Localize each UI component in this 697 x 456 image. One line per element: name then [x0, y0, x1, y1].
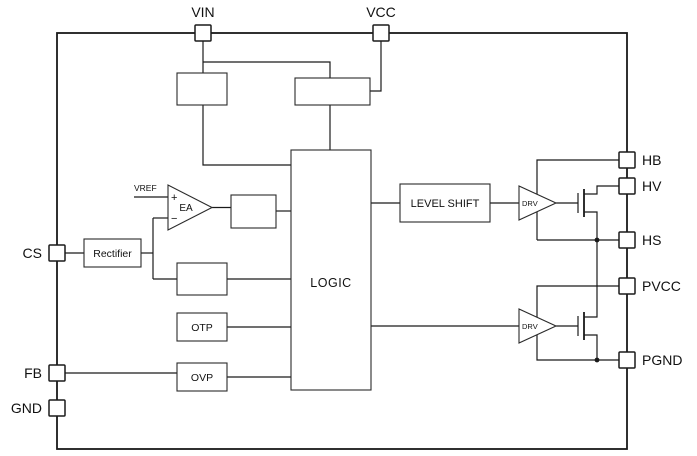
- label-ovp: OVP: [191, 372, 213, 384]
- label-rectifier: Rectifier: [93, 248, 132, 260]
- wire-hv-to-drain-high: [584, 185, 619, 195]
- block-unlabeled-ea-out: [230, 194, 277, 229]
- wire-pvcc-to-drv-low: [536, 285, 619, 318]
- junction-dot-hs: [594, 237, 600, 243]
- block-unlabeled-vin: [176, 72, 228, 106]
- pin-cs: [48, 244, 66, 262]
- wire-source-low-to-pgnd: [584, 334, 598, 360]
- wires: [65, 41, 619, 378]
- block-unlabeled-vcc: [294, 77, 371, 106]
- block-rectifier: [83, 238, 142, 268]
- block-level-shift: [399, 183, 491, 223]
- driver-low-triangle: [518, 308, 558, 344]
- wire-vcc-to-block2: [370, 41, 382, 92]
- labels: VIN VCC CS FB GND HB HV HS PVCC PGND Rec…: [11, 4, 683, 416]
- wire-drain-low-to-hs: [584, 240, 598, 318]
- pin-label-hs: HS: [642, 232, 661, 248]
- block-otp: [176, 312, 228, 342]
- wire-block1-to-logic: [202, 105, 291, 166]
- wire-source-high-to-hs: [584, 211, 598, 240]
- pin-hs: [618, 231, 636, 249]
- label-logic: LOGIC: [310, 276, 351, 290]
- pins: [48, 24, 636, 417]
- label-drv-high: DRV: [522, 199, 538, 208]
- block-ovp: [176, 362, 228, 392]
- pin-label-hb: HB: [642, 152, 661, 168]
- block-unlabeled-sense: [176, 262, 228, 296]
- pin-label-vin: VIN: [191, 4, 214, 20]
- pin-vin: [194, 24, 212, 42]
- block-logic: [290, 149, 372, 391]
- pin-hv: [618, 177, 636, 195]
- pin-label-vcc: VCC: [366, 4, 396, 20]
- pin-label-pvcc: PVCC: [642, 278, 681, 294]
- pin-label-fb: FB: [24, 365, 42, 381]
- label-error-amp: EA: [179, 203, 193, 214]
- pin-label-hv: HV: [642, 178, 662, 194]
- pin-hb: [618, 151, 636, 169]
- label-drv-low: DRV: [522, 322, 538, 331]
- pin-vcc: [372, 24, 390, 42]
- label-vref: VREF: [134, 183, 157, 193]
- pin-label-gnd: GND: [11, 400, 42, 416]
- label-ea-plus: +: [171, 192, 177, 204]
- driver-high-triangle: [518, 185, 558, 221]
- error-amplifier-triangle: [167, 184, 214, 231]
- blocks: [83, 72, 558, 392]
- wire-drv-low-ref-pgnd: [536, 334, 619, 361]
- pin-label-pgnd: PGND: [642, 352, 682, 368]
- label-ea-minus: −: [171, 213, 177, 225]
- pin-pvcc: [618, 277, 636, 295]
- pin-gnd: [48, 399, 66, 417]
- label-otp: OTP: [191, 322, 213, 334]
- mosfets: [577, 189, 585, 340]
- junction-dot-pgnd: [594, 357, 600, 363]
- pin-fb: [48, 364, 66, 382]
- wire-hb-to-drv-high: [536, 159, 619, 195]
- label-level-shift: LEVEL SHIFT: [411, 198, 480, 210]
- wire-vin-branch-block2: [203, 61, 331, 78]
- pin-label-cs: CS: [23, 245, 42, 261]
- pin-pgnd: [618, 351, 636, 369]
